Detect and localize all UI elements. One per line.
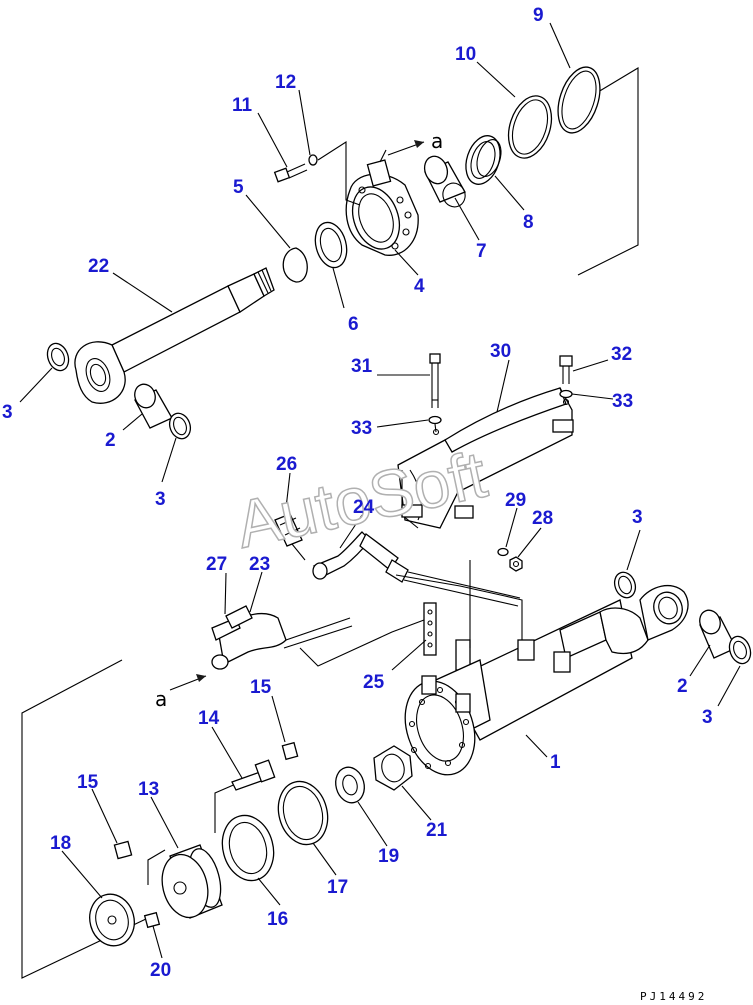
callout-30: 30 bbox=[490, 341, 511, 362]
callout-2: 2 bbox=[105, 430, 116, 451]
callout-14: 14 bbox=[198, 708, 220, 729]
part-10-backup-ring bbox=[507, 95, 553, 159]
view-ref-top: a bbox=[431, 129, 443, 153]
callout-3: 3 bbox=[702, 707, 713, 728]
part-3-dust-seal-a bbox=[46, 342, 70, 372]
part-9-snap-ring bbox=[557, 66, 601, 134]
part-11-bolt bbox=[273, 163, 308, 183]
callout-6: 6 bbox=[348, 314, 359, 335]
part-29-washer bbox=[497, 547, 509, 557]
callout-16: 16 bbox=[267, 909, 288, 930]
callout-28: 28 bbox=[532, 508, 553, 529]
part-30-cover bbox=[397, 387, 574, 529]
part-callouts: 1 2 2 3 3 3 3 4 5 6 7 8 9 10 11 12 13 14… bbox=[2, 5, 713, 981]
part-14-pin bbox=[231, 759, 276, 791]
callout-19: 19 bbox=[378, 846, 399, 867]
callout-23: 23 bbox=[249, 554, 270, 575]
part-1-cylinder-tube bbox=[404, 584, 689, 776]
callout-33: 33 bbox=[612, 391, 633, 412]
callout-3: 3 bbox=[2, 402, 13, 423]
callout-11: 11 bbox=[232, 95, 253, 116]
callout-3: 3 bbox=[155, 489, 166, 510]
part-16-piston-ring bbox=[221, 814, 275, 882]
callout-22: 22 bbox=[88, 256, 109, 277]
callout-12: 12 bbox=[275, 72, 296, 93]
callout-5: 5 bbox=[233, 177, 244, 198]
callout-17: 17 bbox=[327, 877, 348, 898]
part-2-bushing-a bbox=[134, 383, 173, 429]
callout-15: 15 bbox=[77, 772, 99, 793]
part-24-tube bbox=[312, 531, 521, 607]
view-a-arrow-bottom bbox=[169, 674, 207, 691]
part-7-bushing bbox=[423, 155, 466, 208]
part-3-dust-seal-d bbox=[728, 635, 752, 665]
part-3-dust-seal-c bbox=[613, 571, 637, 599]
callout-25: 25 bbox=[363, 672, 385, 693]
part-12-washer bbox=[308, 154, 318, 166]
callout-13: 13 bbox=[138, 779, 159, 800]
part-25-clamp bbox=[423, 602, 471, 671]
callout-26: 26 bbox=[276, 454, 297, 475]
part-4-cylinder-head bbox=[345, 149, 419, 256]
callout-18: 18 bbox=[50, 833, 71, 854]
part-32-bolt bbox=[559, 355, 573, 384]
callout-29: 29 bbox=[505, 490, 526, 511]
part-5-snap-ring bbox=[282, 247, 308, 283]
part-19-ring bbox=[335, 766, 365, 804]
callout-4: 4 bbox=[414, 276, 425, 297]
callout-27: 27 bbox=[206, 554, 227, 575]
part-21-nut bbox=[373, 745, 413, 791]
part-18-plate bbox=[89, 893, 135, 947]
part-33-washer-b bbox=[559, 389, 573, 399]
part-15-plug-b bbox=[113, 840, 133, 860]
callout-3: 3 bbox=[632, 507, 643, 528]
callout-33: 33 bbox=[351, 418, 372, 439]
part-23-tube bbox=[211, 605, 353, 670]
callout-7: 7 bbox=[476, 241, 487, 262]
callout-8: 8 bbox=[523, 212, 534, 233]
drawing-code: PJ14492 bbox=[640, 990, 707, 1003]
part-8-seal bbox=[465, 135, 502, 185]
part-13-piston bbox=[161, 844, 223, 919]
callout-10: 10 bbox=[455, 44, 476, 65]
part-31-bolt bbox=[429, 353, 441, 408]
part-15-plug-a bbox=[281, 741, 299, 761]
callout-20: 20 bbox=[150, 960, 171, 981]
group-frame-top-right bbox=[577, 67, 639, 276]
part-17-wear-ring bbox=[277, 780, 329, 846]
callout-1: 1 bbox=[550, 752, 561, 773]
part-33-washer-a bbox=[428, 415, 442, 425]
callout-15: 15 bbox=[250, 677, 272, 698]
part-3-dust-seal-b bbox=[168, 412, 192, 440]
callout-24: 24 bbox=[353, 497, 375, 518]
callout-31: 31 bbox=[351, 356, 373, 377]
view-ref-bottom: a bbox=[155, 687, 167, 711]
callout-32: 32 bbox=[611, 344, 632, 365]
callout-21: 21 bbox=[426, 820, 448, 841]
part-6-buffer-ring bbox=[314, 221, 348, 269]
part-20-pin bbox=[143, 911, 161, 929]
callout-2: 2 bbox=[677, 676, 688, 697]
callout-9: 9 bbox=[533, 5, 544, 26]
part-22-piston-rod bbox=[74, 267, 275, 404]
leader-lines bbox=[19, 22, 741, 959]
part-28-nut bbox=[509, 556, 523, 572]
view-a-arrow-top bbox=[387, 140, 425, 156]
